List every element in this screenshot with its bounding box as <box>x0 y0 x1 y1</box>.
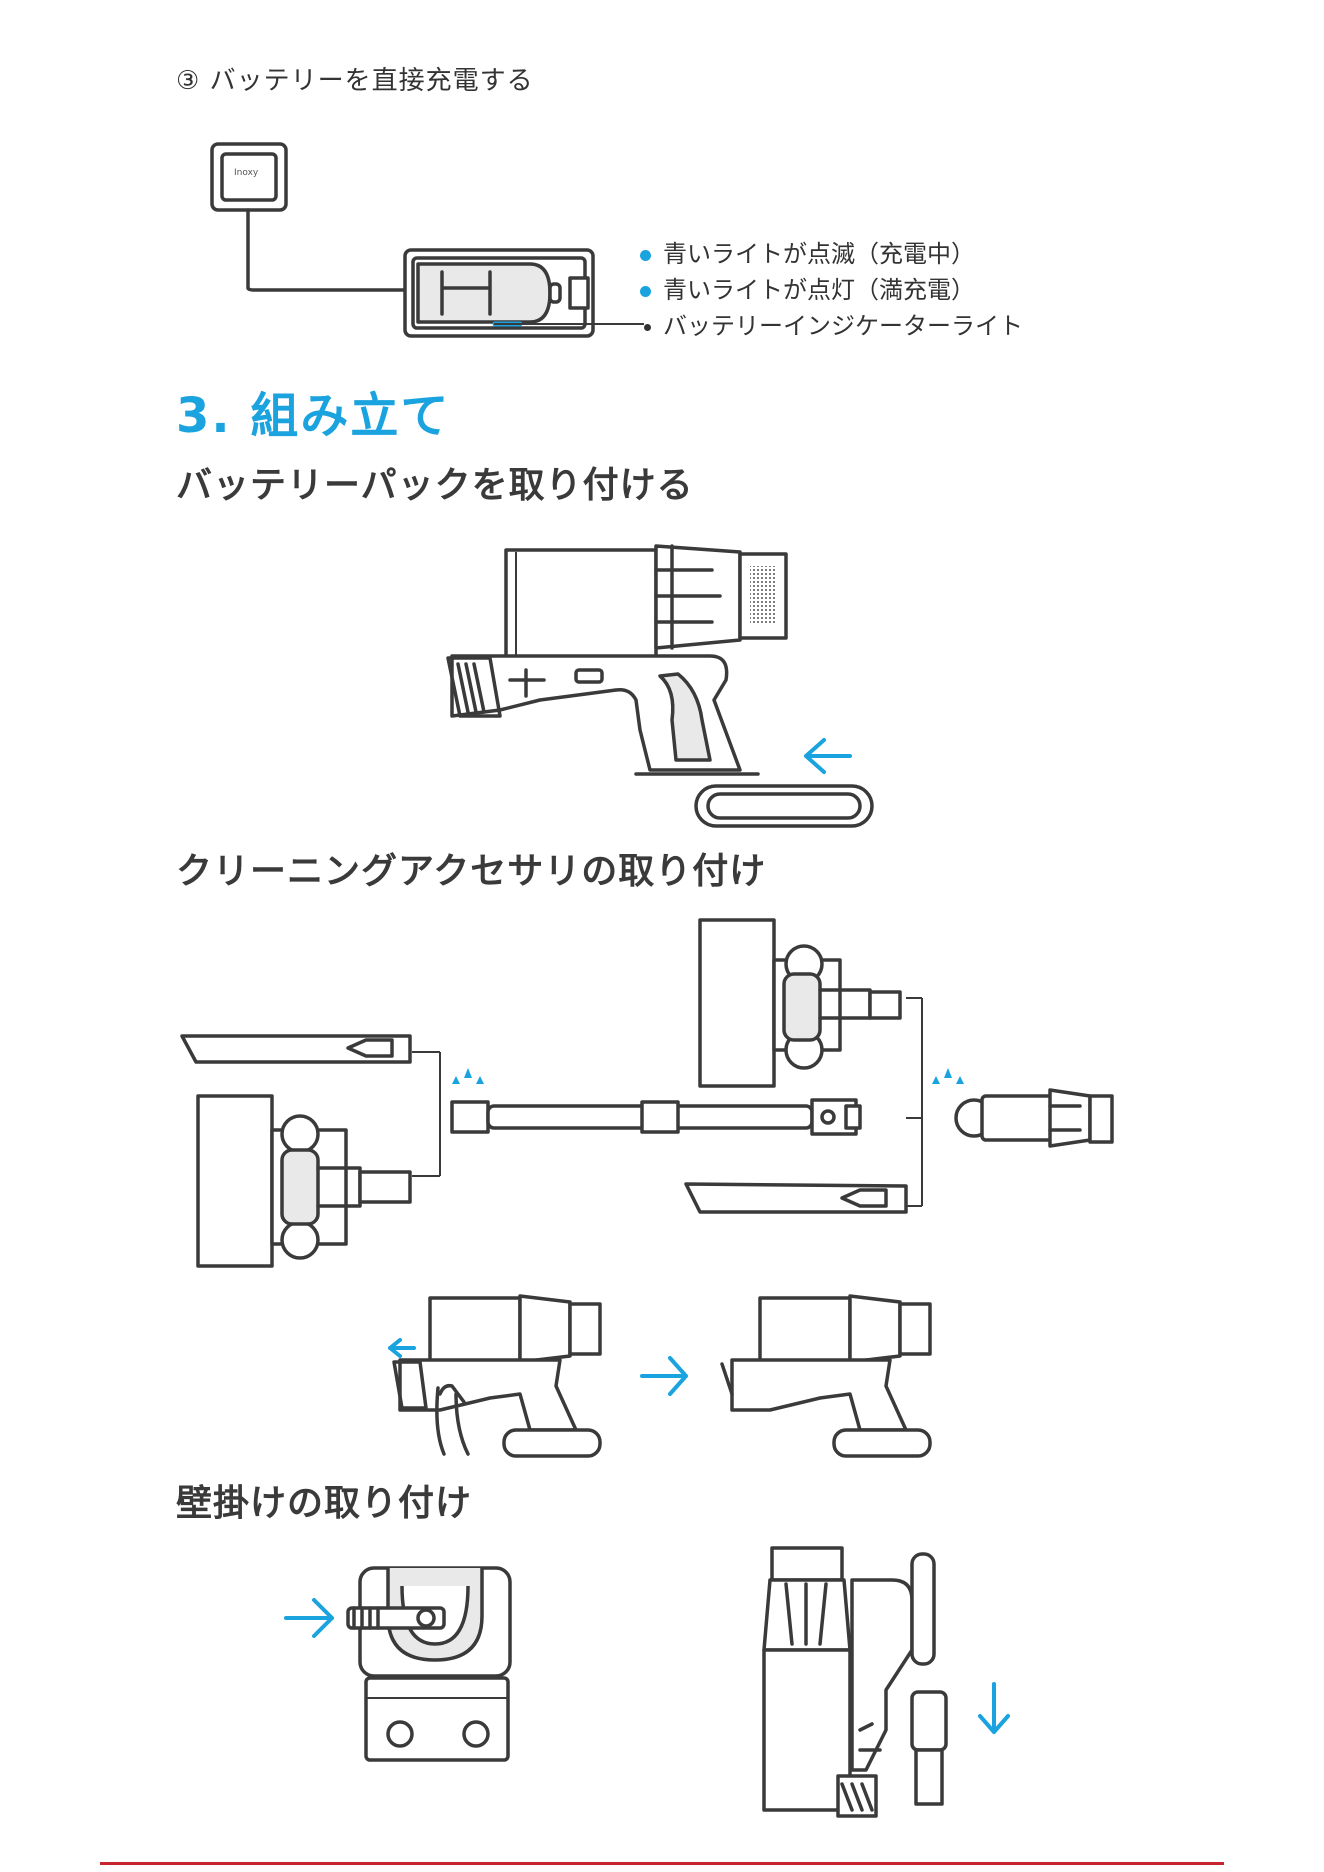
blue-bullet-icon <box>640 286 651 297</box>
charger-diagram <box>200 138 620 338</box>
click-icon <box>452 1068 484 1084</box>
click-icon <box>932 1068 964 1084</box>
legend-item-indicator: バッテリーインジケーターライト <box>642 306 1023 341</box>
indicator-leader-line <box>494 320 654 330</box>
mount-vacuum-illustration <box>380 1290 940 1460</box>
battery-attach-illustration <box>440 540 900 830</box>
legend-item-solid: 青いライトが点灯（満充電） <box>640 270 975 305</box>
subheading-accessories: クリーニングアクセサリの取り付け <box>176 842 766 894</box>
blue-bullet-icon <box>640 250 651 261</box>
legend-item-blinking: 青いライトが点滅（充電中） <box>640 234 975 269</box>
extension-tube <box>452 1102 488 1132</box>
subheading-battery: バッテリーパックを取り付ける <box>176 456 694 508</box>
accessories-diagram <box>170 910 1150 1270</box>
footer-rule <box>100 1862 1224 1865</box>
wall-bracket-illustration <box>280 1556 530 1766</box>
subheading-wall-mount: 壁掛けの取り付け <box>176 1474 472 1526</box>
wall-hanging-illustration <box>756 1540 1036 1820</box>
black-bullet-icon <box>644 324 651 331</box>
floor-brush-head <box>198 1096 272 1266</box>
charger-logo: Inoxy <box>234 168 258 178</box>
step-title: ③ バッテリーを直接充電する <box>176 60 534 97</box>
section-title: 3. 組み立て <box>176 376 450 446</box>
